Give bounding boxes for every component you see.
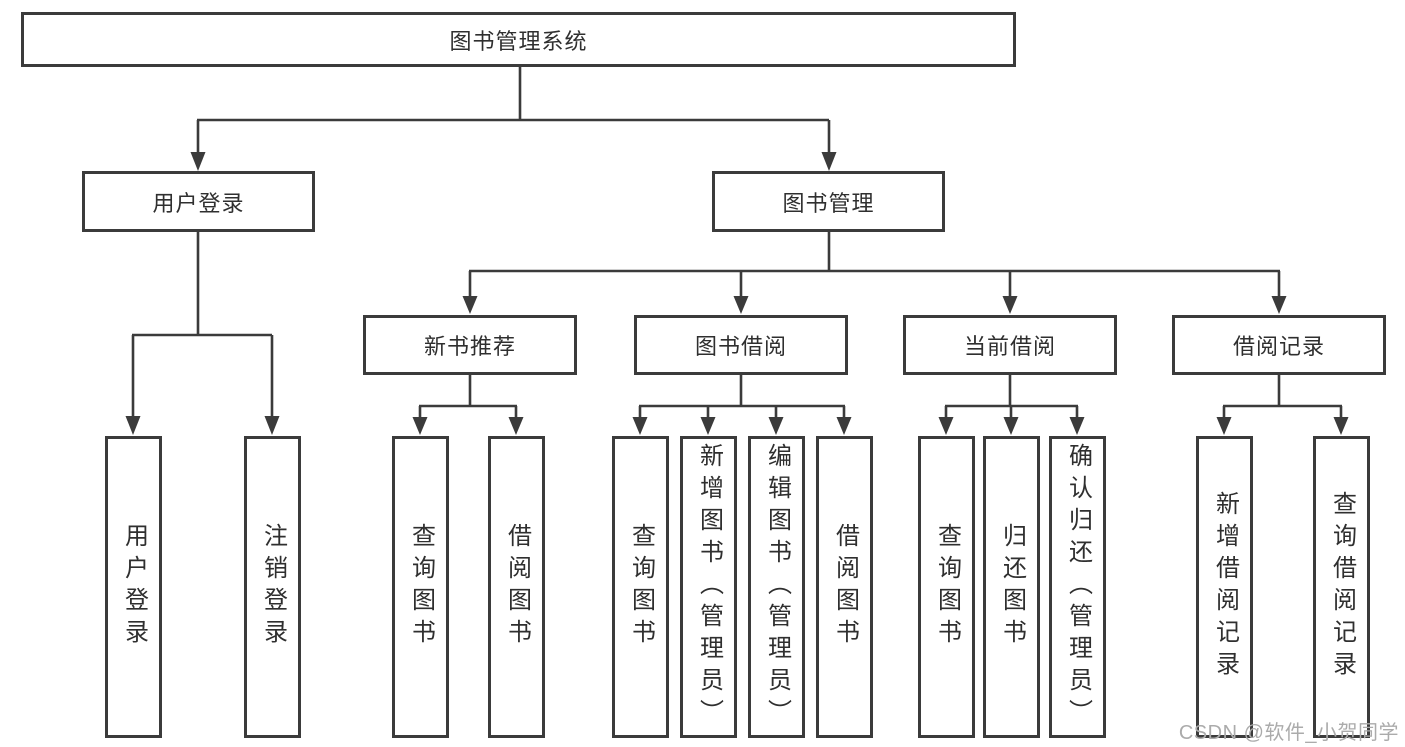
node-book-borrow: 图书借阅 (634, 315, 848, 375)
leaf-query-borrow-record: 查询借阅记录 (1313, 436, 1370, 738)
connector-root-to-level2 (190, 67, 837, 171)
leaf-borrow-books-recommend-label: 借阅图书 (503, 523, 531, 651)
leaf-query-books-borrow-label: 查询图书 (627, 523, 655, 651)
connector-borrow-records-to-leaves (1216, 375, 1349, 435)
leaf-user-login-label: 用户登录 (120, 523, 148, 651)
connector-book-borrow-to-leaves (632, 375, 852, 435)
node-root-label: 图书管理系统 (449, 28, 588, 54)
leaf-borrow-books-recommend: 借阅图书 (488, 436, 545, 738)
leaf-edit-books-admin: 编辑图书（管理员） (748, 436, 805, 738)
node-borrow-records: 借阅记录 (1172, 315, 1386, 375)
leaf-query-books-current-label: 查询图书 (933, 523, 961, 651)
leaf-return-books-label: 归还图书 (998, 523, 1026, 651)
leaf-query-books-recommend-label: 查询图书 (407, 523, 435, 651)
connector-current-borrow-to-leaves (938, 375, 1085, 435)
node-book-management: 图书管理 (712, 171, 945, 232)
node-current-borrow: 当前借阅 (903, 315, 1117, 375)
leaf-add-books-admin-label: 新增图书（管理员） (695, 443, 723, 731)
leaf-add-borrow-record: 新增借阅记录 (1196, 436, 1253, 738)
node-user-login-label: 用户登录 (152, 190, 245, 216)
leaf-confirm-return-admin: 确认归还（管理员） (1049, 436, 1106, 738)
node-book-management-label: 图书管理 (782, 190, 875, 216)
leaf-confirm-return-admin-label: 确认归还（管理员） (1064, 443, 1092, 731)
leaf-user-login: 用户登录 (105, 436, 162, 738)
leaf-borrow-books-borrow-label: 借阅图书 (831, 523, 859, 651)
leaf-logout: 注销登录 (244, 436, 301, 738)
connector-user-login-to-leaves (125, 232, 280, 435)
leaf-logout-label: 注销登录 (259, 523, 287, 651)
node-root: 图书管理系统 (21, 12, 1016, 67)
node-user-login: 用户登录 (82, 171, 315, 232)
leaf-return-books: 归还图书 (983, 436, 1040, 738)
csdn-watermark: CSDN @软件_小贺同学 (1178, 722, 1399, 744)
node-book-borrow-label: 图书借阅 (694, 334, 787, 359)
connector-new-book-recommend-to-leaves (412, 375, 524, 435)
leaf-add-borrow-record-label: 新增借阅记录 (1211, 491, 1239, 683)
leaf-query-books-borrow: 查询图书 (612, 436, 669, 738)
leaf-add-books-admin: 新增图书（管理员） (680, 436, 737, 738)
leaf-borrow-books-borrow: 借阅图书 (816, 436, 873, 738)
connector-book-management-to-level3 (462, 232, 1287, 314)
node-current-borrow-label: 当前借阅 (963, 334, 1056, 359)
leaf-edit-books-admin-label: 编辑图书（管理员） (763, 443, 791, 731)
leaf-query-books-recommend: 查询图书 (392, 436, 449, 738)
node-new-book-recommend-label: 新书推荐 (423, 334, 516, 359)
node-new-book-recommend: 新书推荐 (363, 315, 577, 375)
leaf-query-books-current: 查询图书 (918, 436, 975, 738)
leaf-query-borrow-record-label: 查询借阅记录 (1328, 491, 1356, 683)
node-borrow-records-label: 借阅记录 (1232, 334, 1325, 359)
